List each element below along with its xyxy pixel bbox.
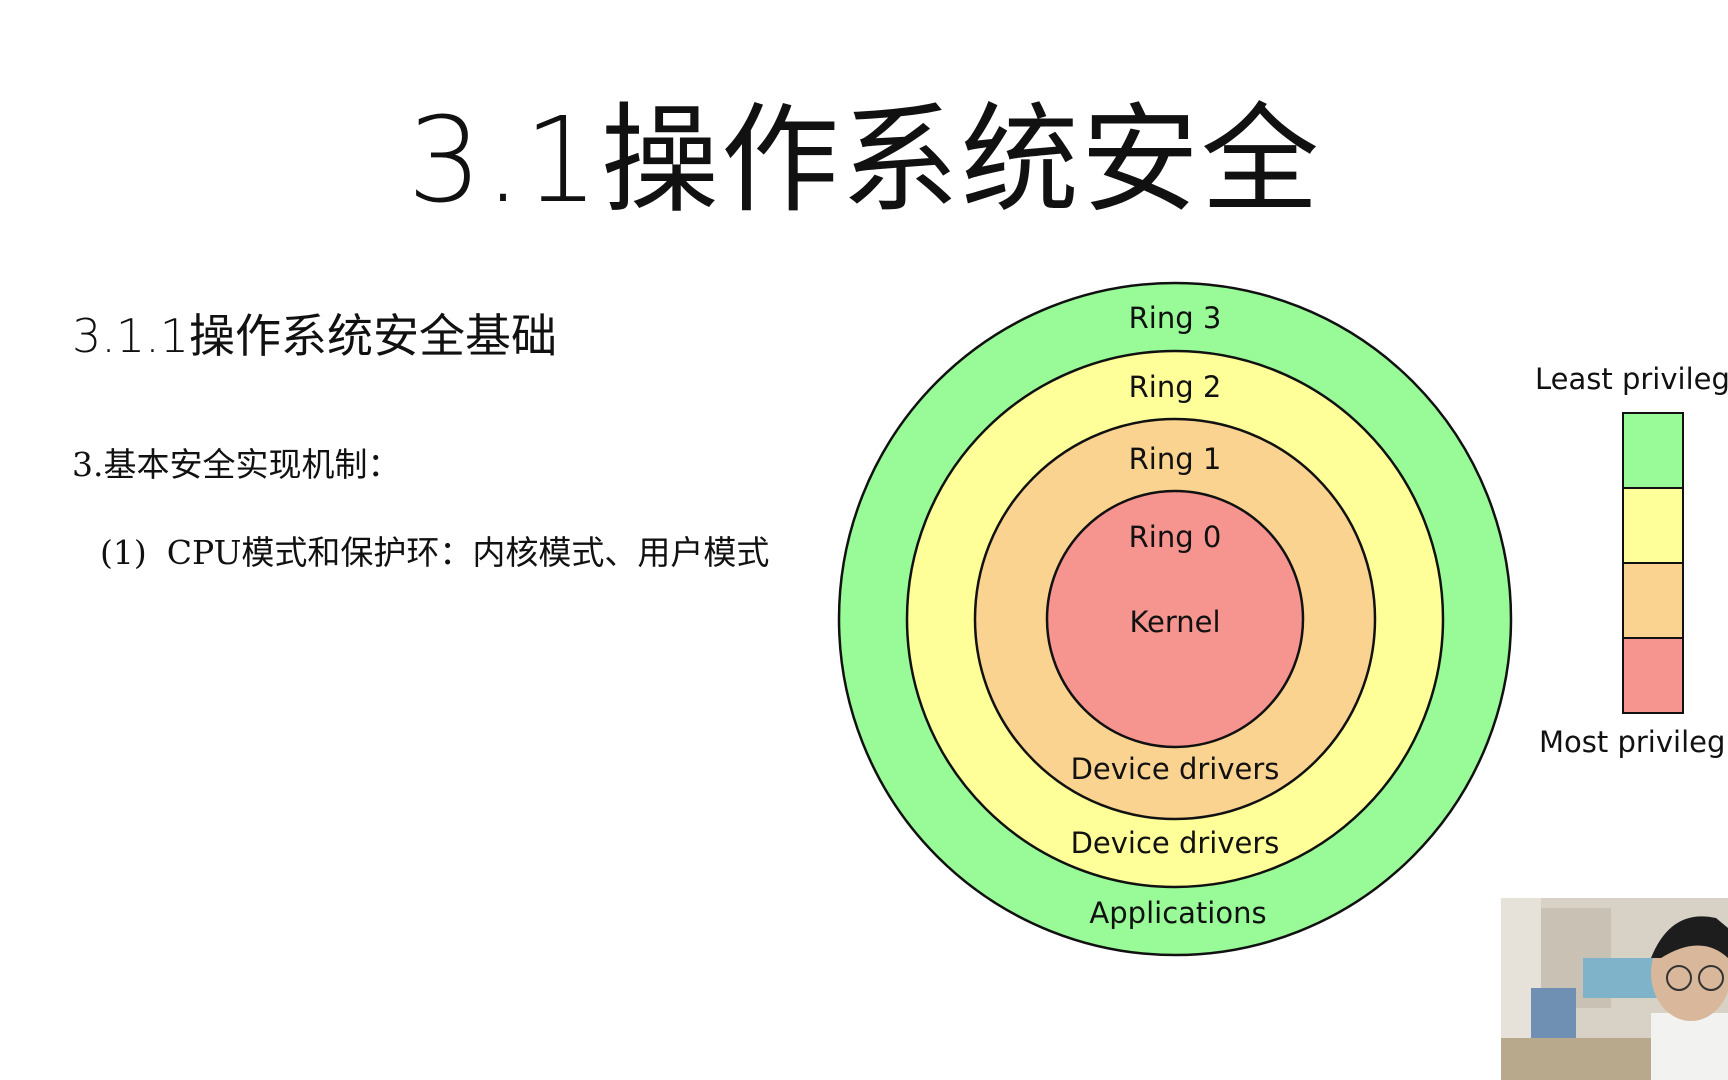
- ring-3-role-label: Applications: [1089, 896, 1266, 930]
- rings-group: [837, 281, 1513, 957]
- ring-1-role-label: Device drivers: [1071, 752, 1280, 786]
- legend-top-label: Least privileg: [1535, 362, 1728, 396]
- legend-swatch-ring-1: [1622, 562, 1684, 639]
- legend-swatch-ring-3: [1622, 412, 1684, 489]
- bullet-item: (1) CPU模式和保护环：内核模式、用户模式: [100, 526, 769, 574]
- slide-title: 3.1操作系统安全: [407, 91, 1321, 229]
- presenter-video-frame: [1501, 898, 1728, 1080]
- body-line: 3.基本安全实现机制：: [72, 445, 401, 484]
- bullet-number: (1): [100, 533, 147, 572]
- legend-swatch-ring-2: [1622, 487, 1684, 564]
- ring-0-label: Ring 0: [1129, 520, 1222, 554]
- webcam-overlay: [1501, 898, 1728, 1080]
- bullet-text: CPU模式和保护环：内核模式、用户模式: [166, 533, 770, 572]
- ring-2-role-label: Device drivers: [1071, 826, 1280, 860]
- ring-1-label: Ring 1: [1129, 442, 1222, 476]
- kernel-label: Kernel: [1129, 605, 1220, 639]
- legend-bottom-label: Most privileg: [1539, 725, 1725, 759]
- ring-3-label: Ring 3: [1129, 301, 1222, 335]
- section-heading: 3.1.1操作系统安全基础: [72, 309, 558, 363]
- legend-swatch-ring-0: [1622, 637, 1684, 714]
- ring-2-label: Ring 2: [1129, 370, 1222, 404]
- ring-0-circle: [1045, 489, 1305, 749]
